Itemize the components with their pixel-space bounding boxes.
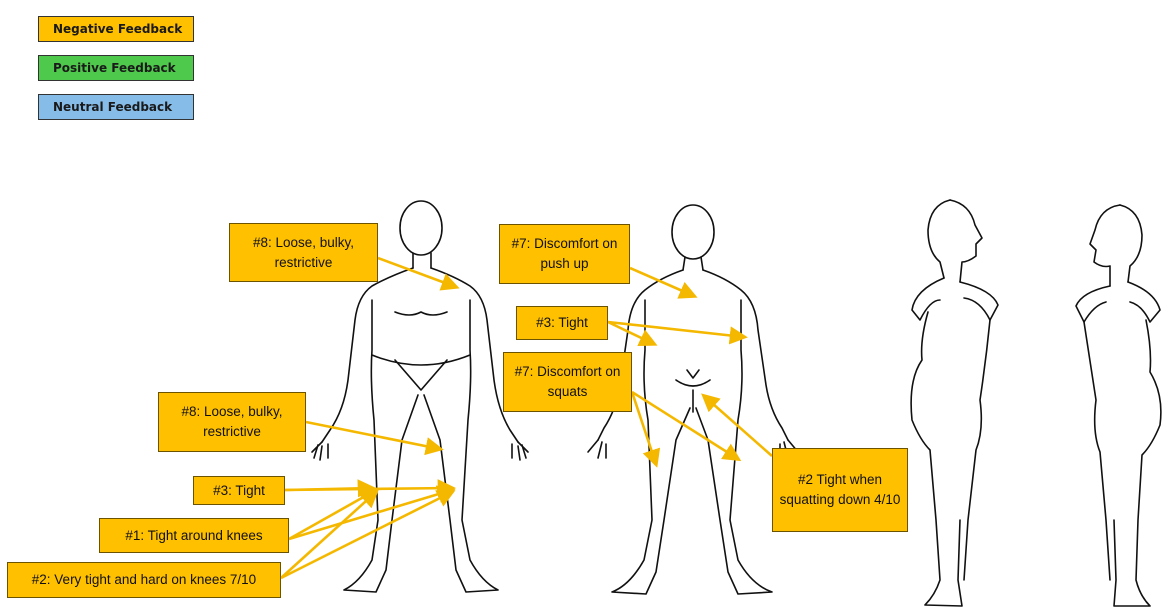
callout-back-squatting: #2 Tight when squatting down 4/10 <box>772 448 908 532</box>
callout-back-tight: #3: Tight <box>516 306 608 340</box>
callout-text: #8: Loose, bulky, restrictive <box>165 402 299 441</box>
callout-back-pushup: #7: Discomfort on push up <box>499 224 630 284</box>
callout-front-knees: #1: Tight around knees <box>99 518 289 553</box>
callout-text: #7: Discomfort on push up <box>506 234 623 273</box>
callout-front-chest: #8: Loose, bulky, restrictive <box>229 223 378 282</box>
callout-text: #3: Tight <box>536 313 588 333</box>
callout-text: #3: Tight <box>213 481 265 501</box>
side-body-figure-right <box>911 200 998 606</box>
side-body-figure-left <box>1076 205 1161 606</box>
callout-front-very-tight: #2: Very tight and hard on knees 7/10 <box>7 562 281 598</box>
callout-text: #1: Tight around knees <box>125 526 262 546</box>
arrows-front <box>281 258 456 578</box>
callout-back-squats: #7: Discomfort on squats <box>503 352 632 412</box>
callout-front-thigh: #8: Loose, bulky, restrictive <box>158 392 306 452</box>
callout-front-tight: #3: Tight <box>193 476 285 505</box>
callout-text: #2 Tight when squatting down 4/10 <box>779 470 901 509</box>
callout-text: #2: Very tight and hard on knees 7/10 <box>32 570 256 590</box>
callout-text: #7: Discomfort on squats <box>510 362 625 401</box>
callout-text: #8: Loose, bulky, restrictive <box>236 233 371 272</box>
